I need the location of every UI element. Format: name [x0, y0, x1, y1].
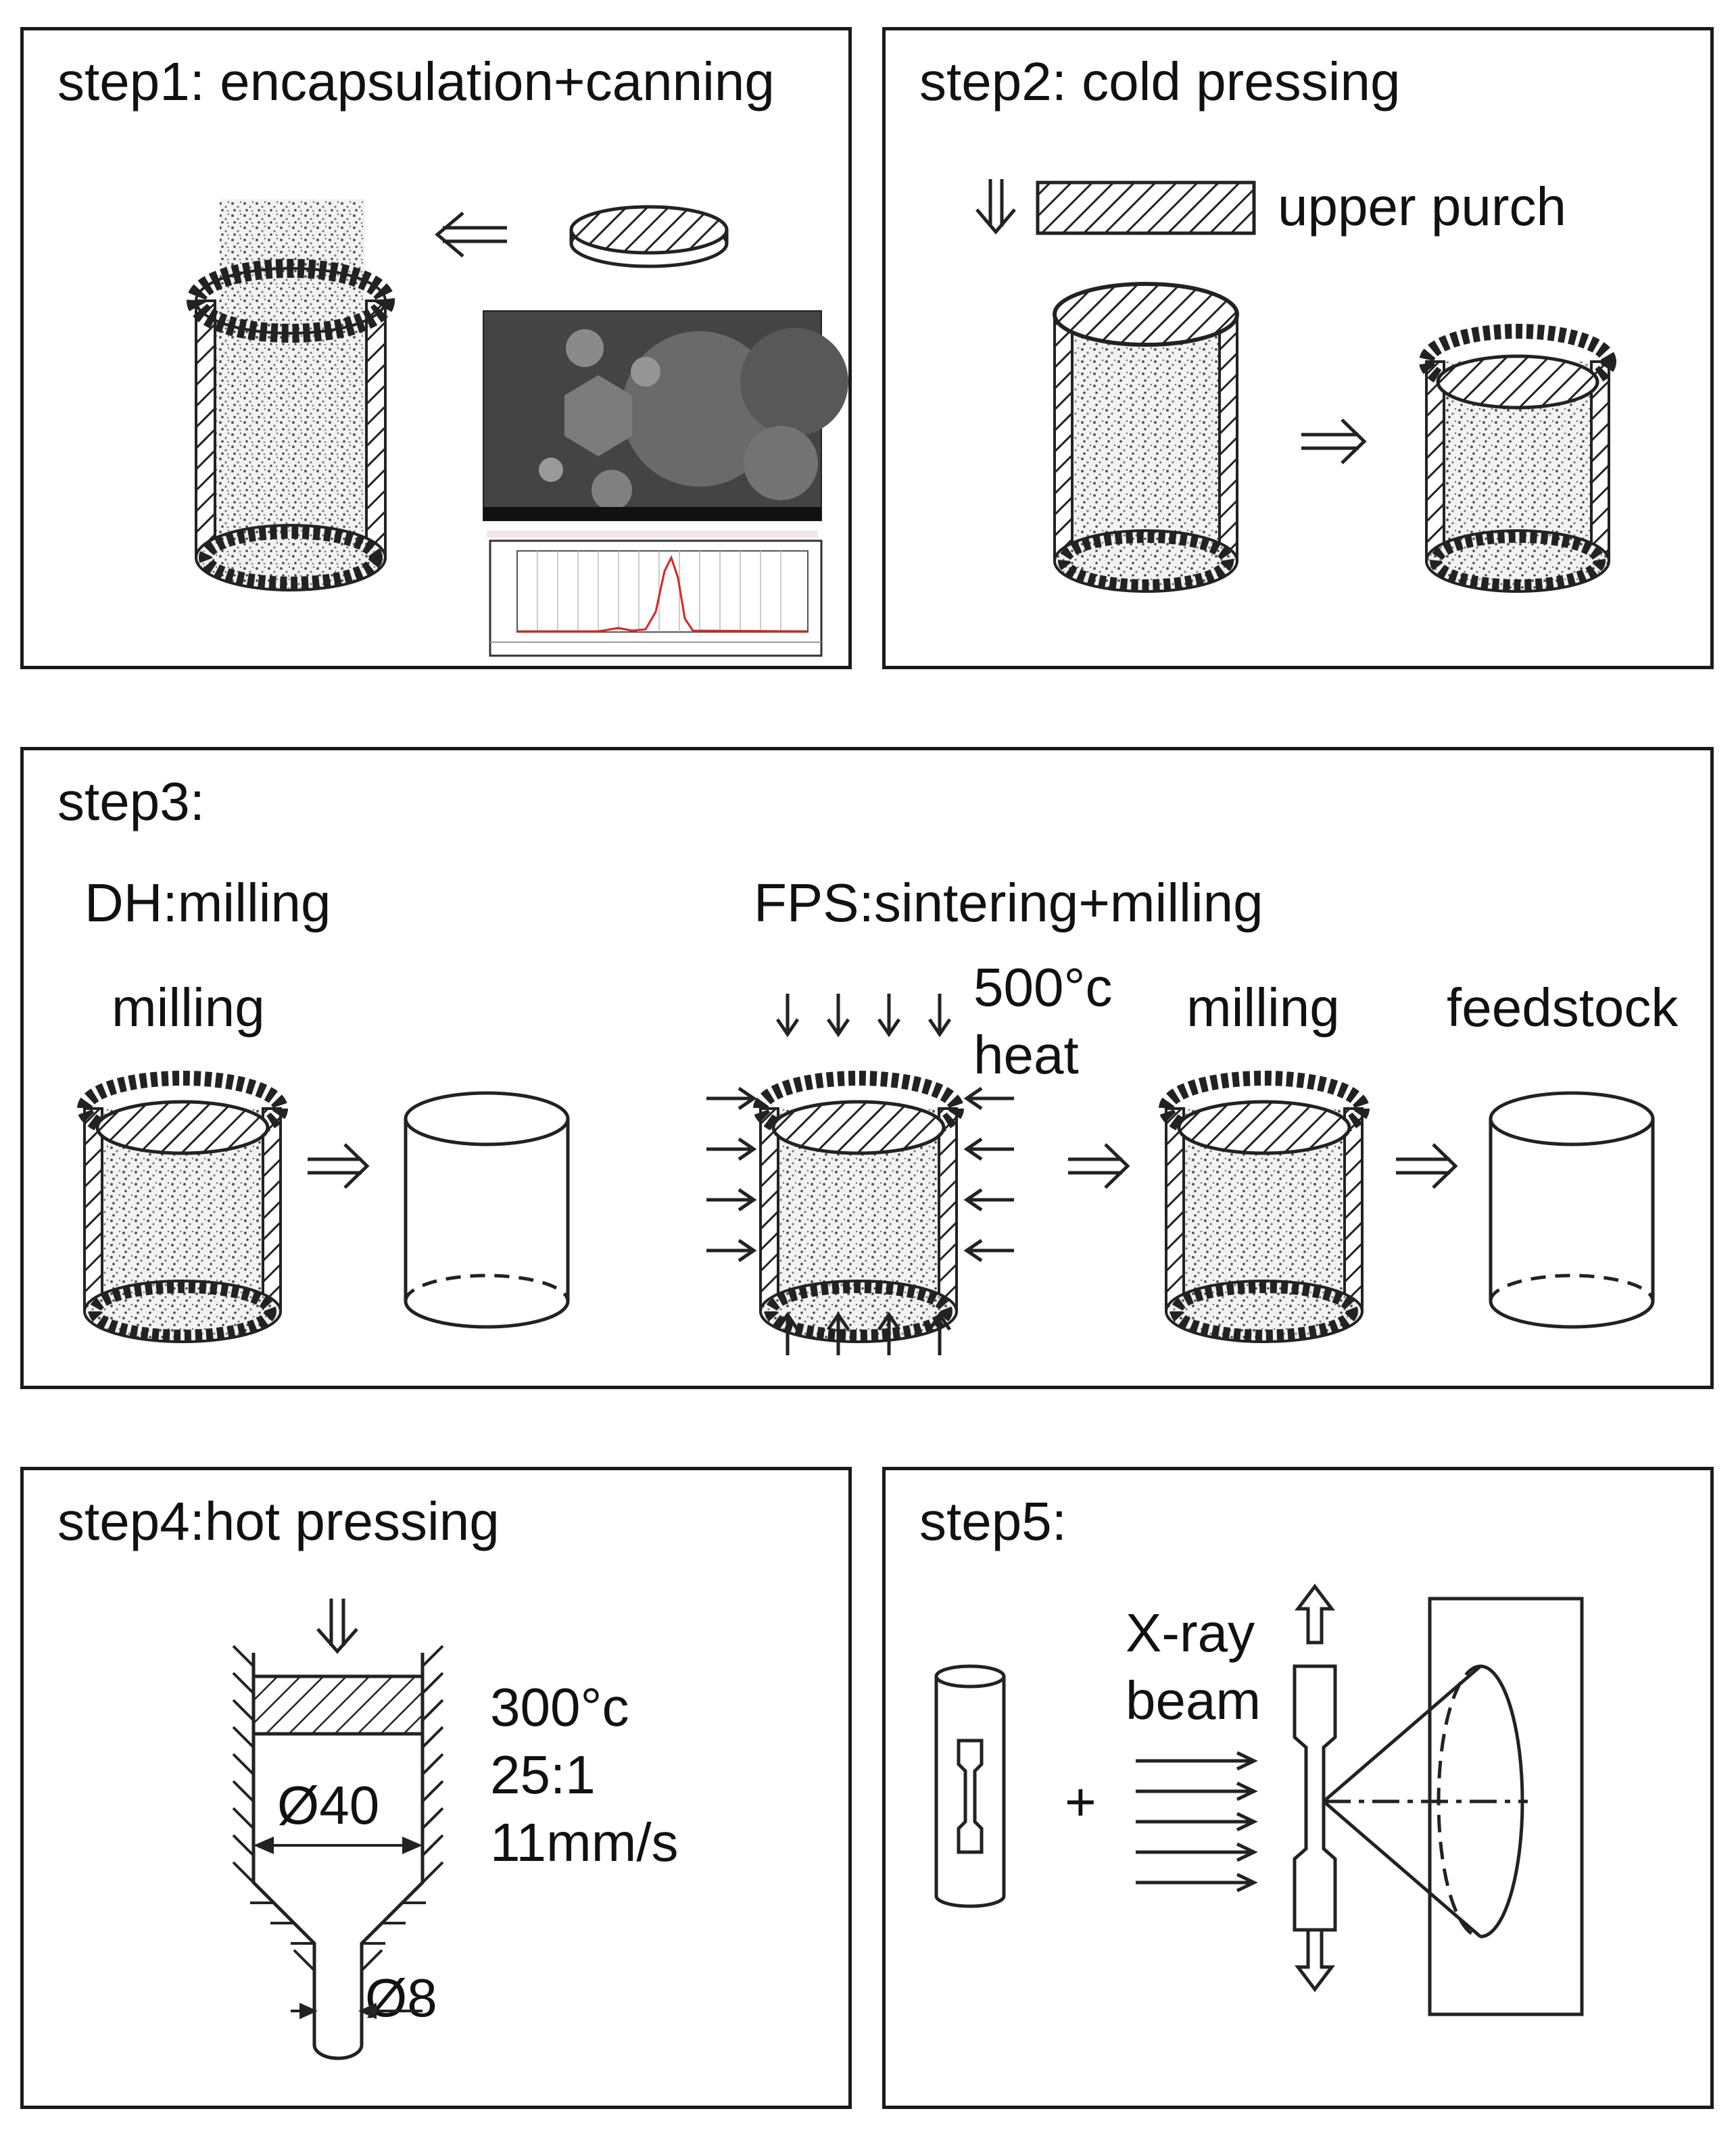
plus-sign: +	[1065, 1772, 1096, 1832]
step5-illustration	[934, 1583, 1584, 2016]
outlet-diameter-label: Ø8	[365, 1968, 437, 2028]
hollow-arrow-up-icon	[1294, 1583, 1336, 1645]
detector-panel	[1428, 1597, 1584, 2016]
milling-label-dh: milling	[112, 977, 265, 1038]
step1-illustration	[187, 199, 848, 657]
xray-beam-arrows	[1136, 1751, 1258, 1893]
double-arrow-left-icon	[435, 212, 507, 258]
tensile-specimen	[1293, 1664, 1337, 1932]
extrusion-ratio: 25:1	[490, 1745, 596, 1805]
step4-illustration	[232, 1599, 444, 2060]
panel-step4: step4:hot pressing 300°c 25:1 11mm/s Ø40…	[20, 1467, 852, 2109]
temperature-label: 500°c	[973, 957, 1113, 1017]
step4-title: step4:hot pressing	[57, 1491, 500, 1551]
double-arrow-right-icon	[1301, 418, 1367, 464]
powder-fill	[220, 199, 365, 301]
can-after-pressing	[1419, 324, 1616, 593]
double-arrow-right-icon	[1396, 1144, 1455, 1188]
can-dh-milling	[85, 1078, 281, 1342]
can-before-pressing	[1053, 282, 1239, 593]
outlet-dimension-line	[291, 2002, 423, 2020]
double-arrow-right-icon	[308, 1144, 367, 1188]
panel-step1: step1: encapsulation+canning	[20, 27, 852, 669]
step3-title: step3:	[57, 771, 205, 831]
milling-label-fps: milling	[1186, 977, 1340, 1038]
double-arrow-down-icon	[316, 1599, 358, 1654]
step1-title: step1: encapsulation+canning	[57, 51, 775, 112]
heat-arrows-right-icon	[963, 1086, 1014, 1263]
can-fps-sintering	[761, 1078, 957, 1342]
panel-step2: step2: cold pressing upper purch	[882, 27, 1714, 669]
double-arrow-right-icon	[1068, 1144, 1128, 1188]
beam-label: beam	[1126, 1670, 1261, 1730]
particle-size-distribution-plot	[489, 539, 823, 657]
step5-title: step5:	[919, 1491, 1067, 1551]
feedstock-label: feedstock	[1447, 977, 1679, 1038]
heat-label: heat	[973, 1025, 1079, 1085]
die-diameter-label: Ø40	[277, 1775, 380, 1835]
dh-milling-label: DH:milling	[85, 873, 331, 933]
can-fps-milling	[1166, 1078, 1362, 1342]
sem-micrograph	[483, 310, 848, 537]
milled-cylinder-dh	[406, 1093, 568, 1327]
fps-label: FPS:sintering+milling	[754, 873, 1263, 933]
panel-step5: step5: X-ray beam +	[882, 1467, 1714, 2109]
step2-illustration	[975, 179, 1616, 593]
step2-title: step2: cold pressing	[919, 51, 1401, 112]
ram-speed: 11mm/s	[490, 1812, 679, 1872]
sample-cylinder	[934, 1664, 1006, 1908]
heat-arrows-left-icon	[706, 1086, 757, 1263]
xray-label: X-ray	[1126, 1603, 1255, 1663]
die-dimension-line	[253, 1836, 423, 1855]
diffraction-cone	[1322, 1664, 1528, 1939]
pressure-arrows-bottom-icon	[775, 1311, 952, 1355]
feedstock-cylinder	[1491, 1093, 1653, 1327]
extrusion-die	[232, 1645, 444, 2060]
upper-punch	[1036, 180, 1256, 235]
temperature-value: 300°c	[490, 1677, 629, 1737]
panel-step3: step3: DH:milling FPS:sintering+milling …	[20, 747, 1714, 1389]
double-arrow-down-icon	[975, 179, 1016, 235]
can-lid	[569, 205, 729, 268]
powder-can	[187, 259, 395, 591]
upper-punch-label: upper purch	[1278, 176, 1566, 237]
step3-illustration	[24, 994, 1710, 1355]
hollow-arrow-down-icon	[1294, 1928, 1336, 1993]
ram-punch	[251, 1674, 425, 1736]
pressure-arrows-top-icon	[775, 994, 952, 1038]
